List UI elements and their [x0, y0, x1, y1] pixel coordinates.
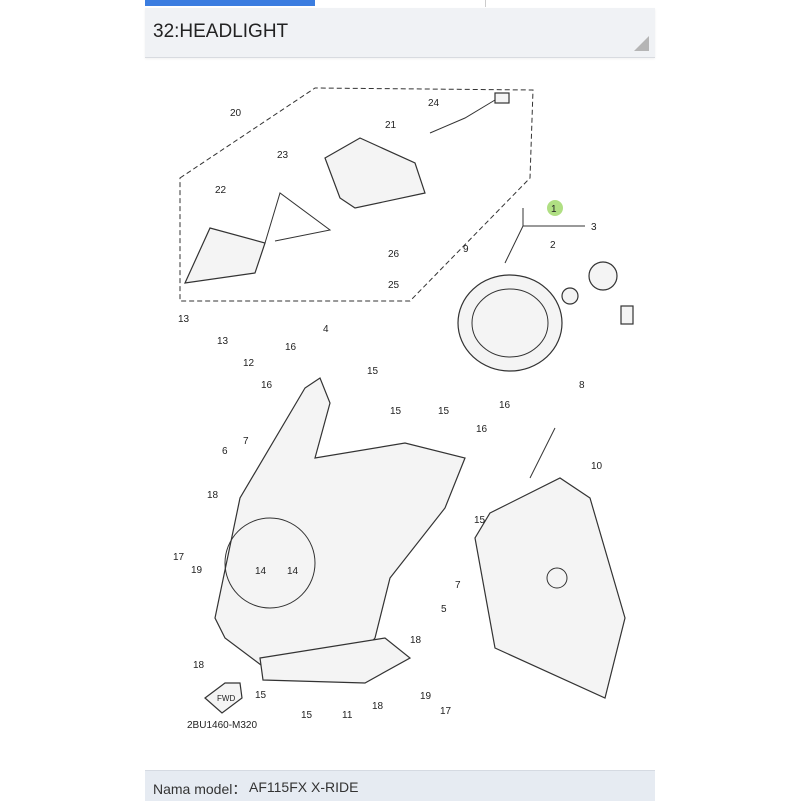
label-19b[interactable]: 19: [420, 691, 432, 702]
panel-hole: [546, 567, 568, 589]
label-7b[interactable]: 7: [455, 580, 461, 591]
label-15b[interactable]: 15: [390, 406, 402, 417]
cowling-opening: [224, 517, 316, 609]
label-19[interactable]: 19: [191, 565, 203, 576]
expand-corner-icon[interactable]: [634, 36, 649, 51]
label-11[interactable]: 11: [342, 710, 353, 721]
label-1[interactable]: 1: [551, 204, 557, 215]
tab-divider: [485, 0, 486, 7]
part-4-cowling: [214, 377, 466, 669]
label-6[interactable]: 6: [222, 446, 228, 457]
label-15e[interactable]: 15: [255, 690, 267, 701]
cowling-lower: [259, 637, 412, 684]
label-25[interactable]: 25: [388, 280, 400, 291]
part-3-socket: [588, 261, 618, 291]
label-7[interactable]: 7: [243, 436, 249, 447]
label-22[interactable]: 22: [215, 185, 227, 196]
label-14[interactable]: 14: [255, 566, 267, 577]
parts-diagram-svg: FWD 2BU1460-M320 20 24 21 23 22 26 25 1 …: [173, 87, 634, 731]
part-labels: 20 24 21 23 22 26 25 1 9 2 3 13 13 4 16 …: [173, 98, 603, 721]
label-9[interactable]: 9: [463, 244, 469, 255]
highlight-marker: [547, 200, 563, 216]
label-8[interactable]: 8: [579, 380, 585, 391]
label-10[interactable]: 10: [591, 461, 603, 472]
section-header[interactable]: 32:HEADLIGHT: [145, 8, 655, 58]
group-box-20: [179, 87, 534, 302]
fwd-arrow-icon: [204, 682, 243, 714]
label-14b[interactable]: 14: [287, 566, 299, 577]
label-24[interactable]: 24: [428, 98, 440, 109]
label-16[interactable]: 16: [285, 342, 297, 353]
part-10-panel: [474, 477, 626, 699]
label-4[interactable]: 4: [323, 324, 329, 335]
part-1-headlight: [457, 274, 563, 372]
model-label: Nama model：: [153, 781, 247, 797]
label-5[interactable]: 5: [441, 604, 447, 615]
label-23[interactable]: 23: [277, 150, 289, 161]
label-18[interactable]: 18: [207, 490, 219, 501]
parts-diagram: FWD 2BU1460-M320 20 24 21 23 22 26 25 1 …: [145, 58, 655, 768]
label-21[interactable]: 21: [385, 120, 397, 131]
label-16c[interactable]: 16: [499, 400, 511, 411]
label-20[interactable]: 20: [230, 108, 242, 119]
label-2[interactable]: 2: [550, 240, 556, 251]
part-23: [264, 192, 332, 244]
leader-1b: [504, 225, 524, 264]
label-26[interactable]: 26: [388, 249, 400, 260]
tab-active-indicator[interactable]: [145, 0, 315, 6]
part-22: [184, 227, 266, 284]
leader-1: [522, 208, 585, 227]
part-24-connector: [494, 92, 510, 104]
label-12[interactable]: 12: [243, 358, 255, 369]
label-16d[interactable]: 16: [476, 424, 488, 435]
page-title: 32:HEADLIGHT: [153, 21, 289, 42]
label-13b[interactable]: 13: [217, 336, 229, 347]
part-2-bulb: [561, 287, 579, 305]
label-17b[interactable]: 17: [440, 706, 452, 717]
label-13[interactable]: 13: [178, 314, 190, 325]
label-16b[interactable]: 16: [261, 380, 273, 391]
label-3[interactable]: 3: [591, 222, 597, 233]
label-18c[interactable]: 18: [193, 660, 205, 671]
leader-10: [529, 427, 556, 479]
label-15[interactable]: 15: [367, 366, 379, 377]
part-housing: [324, 137, 426, 209]
label-18b[interactable]: 18: [410, 635, 422, 646]
model-value: AF115FX X-RIDE: [249, 779, 359, 795]
fwd-label: FWD: [217, 694, 235, 703]
tab-bar: [145, 0, 655, 8]
label-18d[interactable]: 18: [372, 701, 384, 712]
part-3-connector: [620, 305, 634, 325]
part-24-wire: [429, 99, 496, 134]
label-15c[interactable]: 15: [438, 406, 450, 417]
label-15f[interactable]: 15: [301, 710, 313, 721]
label-15d[interactable]: 15: [474, 515, 486, 526]
diagram-code: 2BU1460-M320: [187, 720, 257, 731]
page: 32:HEADLIGHT: [145, 0, 655, 801]
label-17[interactable]: 17: [173, 552, 185, 563]
model-footer: Nama model： AF115FX X-RIDE: [145, 770, 655, 801]
headlight-lens: [471, 288, 549, 358]
